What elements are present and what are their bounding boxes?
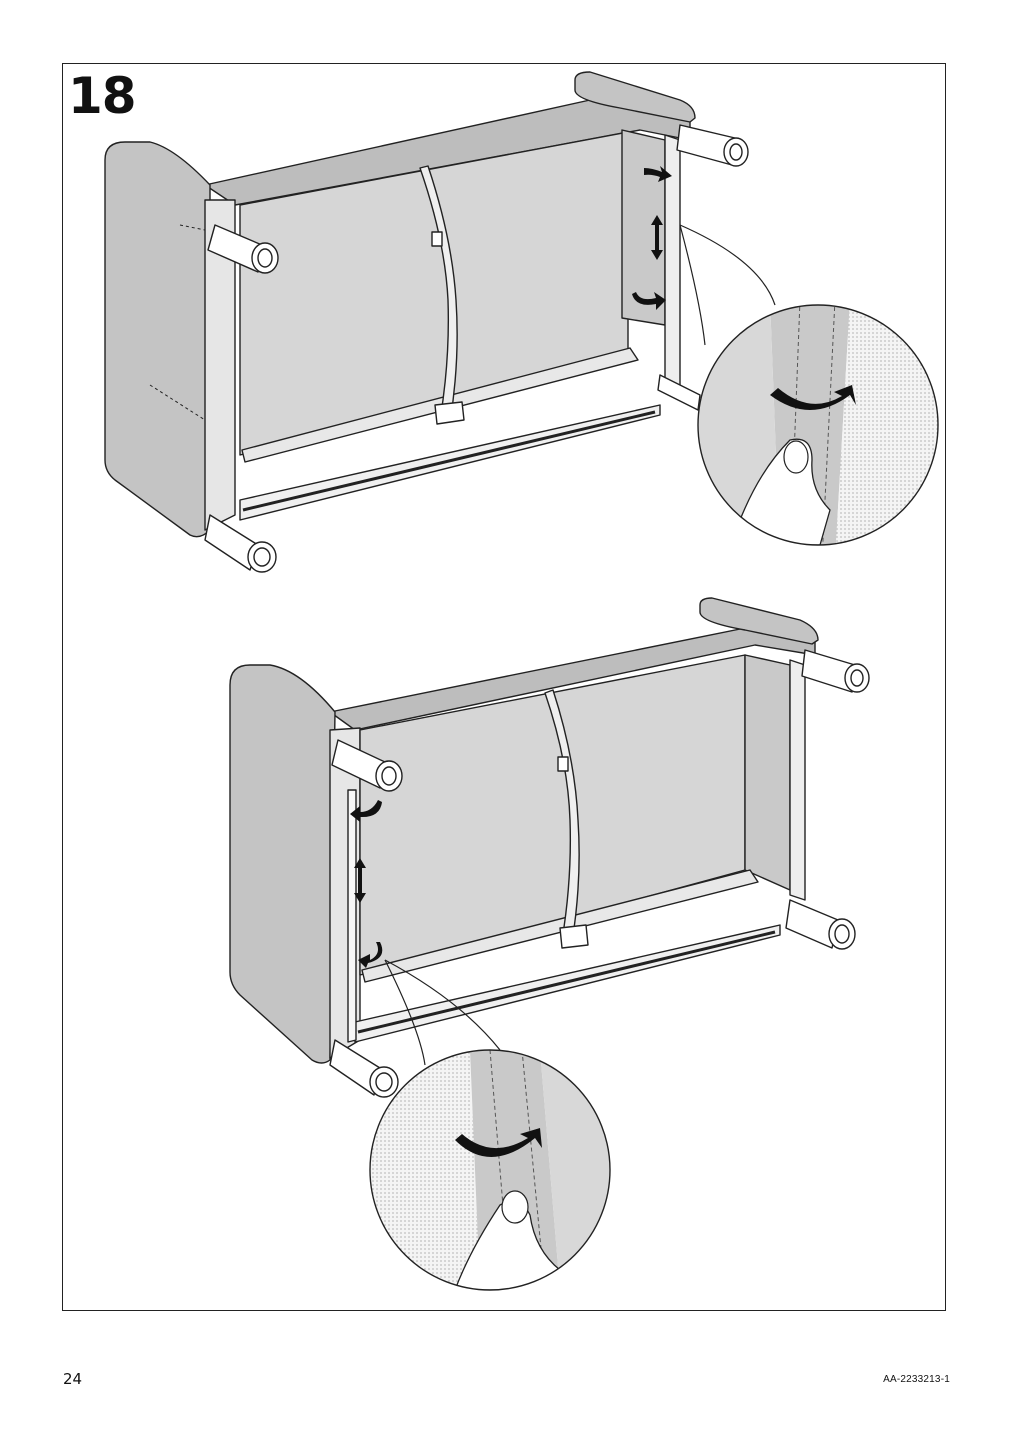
- pull-fabric-detail: [369, 1049, 611, 1291]
- page-number: 24: [63, 1370, 83, 1388]
- leg-top-left-front: [204, 514, 277, 573]
- leg-bottom-right-back: [801, 649, 870, 693]
- step-frame: [62, 63, 946, 1311]
- leg-top-left-back: [207, 224, 279, 274]
- leg-top-right-back: [676, 124, 749, 167]
- leg-bottom-right-front: [785, 899, 856, 950]
- sofa-frame-top: [104, 71, 749, 573]
- double-arrow-icon: [354, 858, 366, 903]
- curved-arrow-icon: [644, 166, 672, 182]
- sofa-frame-bottom: [229, 597, 870, 1098]
- leg-bottom-left-back: [331, 739, 403, 792]
- curved-arrow-icon: [632, 292, 666, 310]
- leg-bottom-left-front: [329, 1039, 399, 1098]
- step-number: 18: [68, 67, 137, 125]
- document-code: AA-2233213-1: [883, 1374, 950, 1385]
- pull-fabric-detail: [697, 304, 939, 546]
- curved-arrow-icon: [358, 942, 383, 968]
- detail-callout-bottom: [369, 959, 611, 1291]
- leg-top-right-front: [657, 374, 701, 411]
- curved-arrow-icon: [350, 800, 382, 822]
- detail-callout-top: [679, 224, 939, 546]
- double-arrow-icon: [651, 215, 663, 260]
